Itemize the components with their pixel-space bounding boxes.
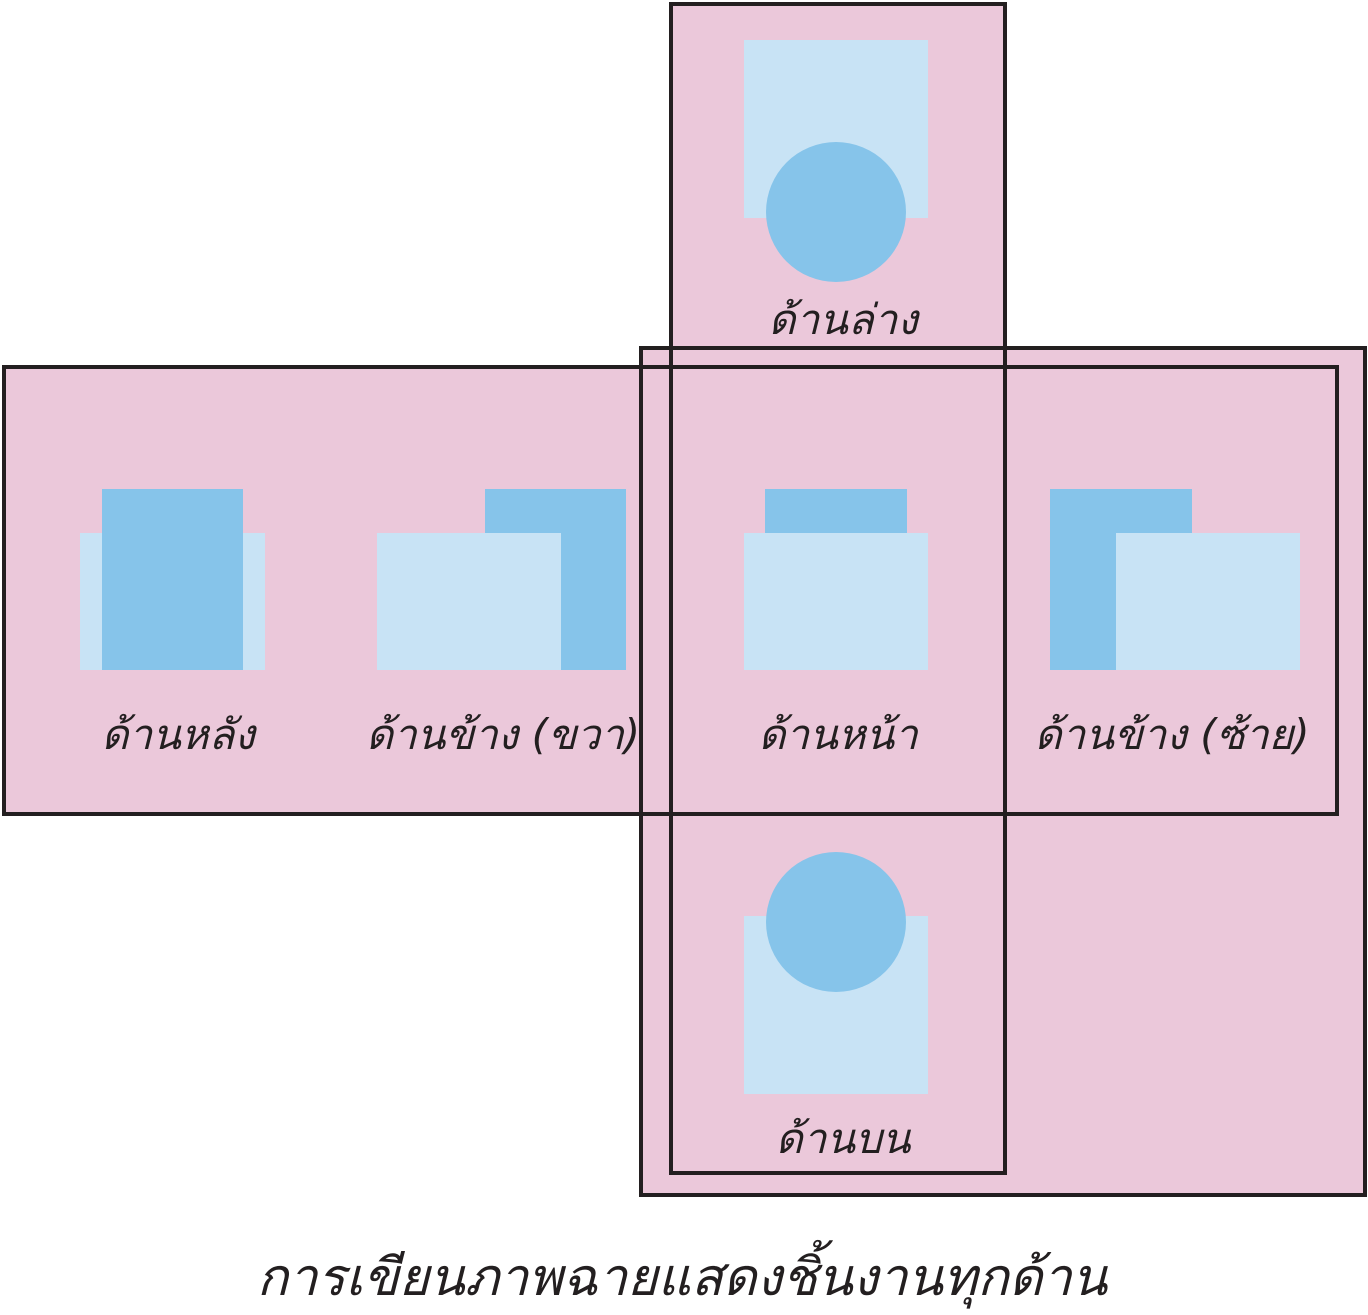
back-view: ด้านหลัง bbox=[80, 489, 265, 759]
left-side-view: ด้านข้าง (ซ้าย) bbox=[1034, 489, 1310, 759]
top-view-label: ด้านบน bbox=[776, 1114, 912, 1163]
center-column-frame bbox=[669, 346, 1007, 1175]
top-view: ด้านบน bbox=[744, 852, 928, 1163]
back-view-tall-face bbox=[102, 489, 243, 670]
view-frames bbox=[2, 2, 1367, 1197]
bottom-view: ด้านล่าง bbox=[744, 40, 928, 344]
diagram-caption: การเขียนภาพฉายแสดงชิ้นงานทุกด้าน bbox=[257, 1239, 1109, 1309]
left-side-view-label: ด้านข้าง (ซ้าย) bbox=[1034, 710, 1309, 759]
right-side-view-label: ด้านข้าง (ขวา) bbox=[366, 710, 640, 759]
back-view-label: ด้านหลัง bbox=[101, 710, 257, 759]
top-view-circle bbox=[766, 852, 906, 992]
front-view-top-strip bbox=[765, 489, 907, 535]
front-view-label: ด้านหน้า bbox=[758, 710, 919, 759]
front-view-wide-face bbox=[744, 533, 928, 670]
front-view: ด้านหน้า bbox=[744, 489, 928, 759]
right-side-view-wide-face bbox=[377, 533, 561, 670]
right-side-view: ด้านข้าง (ขวา) bbox=[366, 489, 640, 759]
bottom-view-label: ด้านล่าง bbox=[768, 295, 920, 344]
bottom-view-circle bbox=[766, 142, 906, 282]
left-side-view-wide-face bbox=[1116, 533, 1300, 670]
